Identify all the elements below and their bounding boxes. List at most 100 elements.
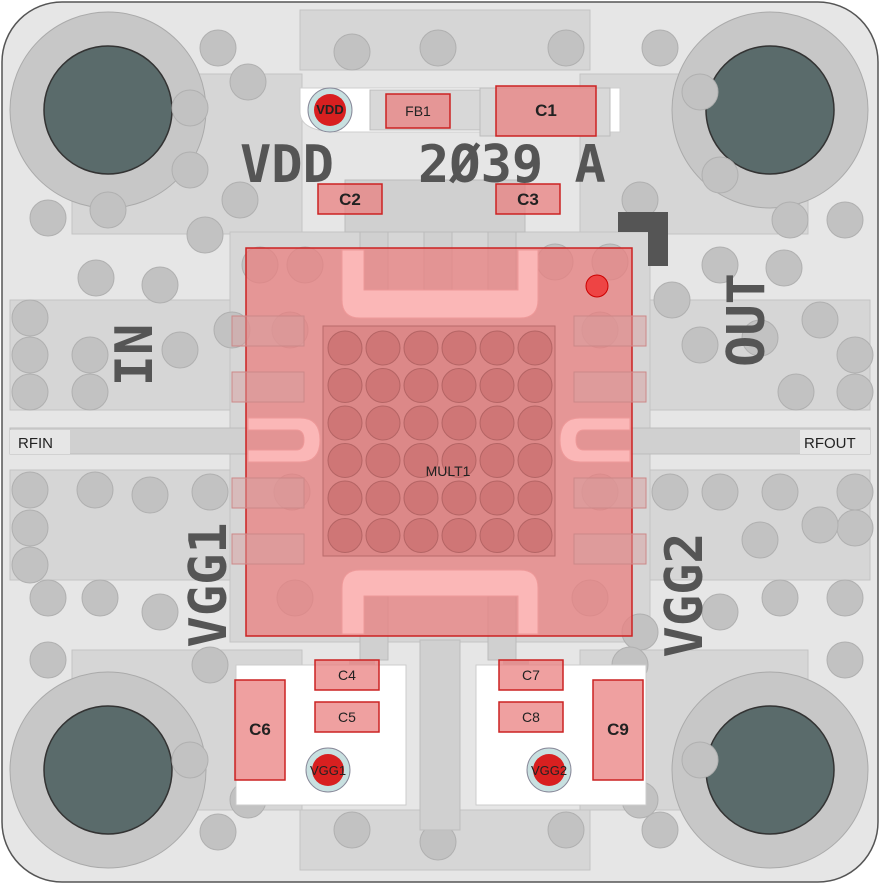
via [653, 281, 691, 319]
via [199, 813, 237, 851]
thermal-via [517, 480, 553, 516]
vgg1-pad-label: VGG1 [310, 763, 346, 778]
vdd-testpoint: VDD [307, 87, 353, 133]
thermal-via [517, 443, 553, 478]
c5-label: C5 [338, 709, 356, 725]
c8-label: C8 [522, 709, 540, 725]
via [161, 331, 199, 369]
via [221, 181, 259, 219]
via [701, 156, 739, 194]
via [11, 299, 49, 337]
via [641, 29, 679, 67]
silk-vgg2: VGG2 [655, 532, 715, 657]
c2: C2 [317, 183, 383, 215]
c5: C5 [314, 701, 380, 733]
c6: C6 [234, 679, 286, 781]
via [701, 593, 739, 631]
thermal-via [365, 330, 401, 366]
via [547, 811, 585, 849]
via [641, 811, 679, 849]
c4: C4 [314, 659, 380, 691]
fb1: FB1 [385, 93, 451, 129]
thermal-via [517, 405, 553, 441]
thermal-via-grid [327, 330, 553, 553]
thermal-via [479, 405, 515, 441]
via [777, 373, 815, 411]
thermal-via [479, 480, 515, 516]
via [826, 579, 864, 617]
via [333, 33, 371, 71]
via [171, 151, 209, 189]
via [681, 73, 719, 111]
via [171, 89, 209, 127]
via [11, 336, 49, 374]
via [681, 326, 719, 364]
vgg2-pad-label: VGG2 [531, 763, 567, 778]
thermal-via [365, 443, 401, 478]
via [199, 29, 237, 67]
via [765, 249, 803, 287]
c1-label: C1 [535, 101, 557, 120]
via [141, 266, 179, 304]
thermal-via [479, 518, 515, 553]
vgg2-testpoint: VGG2 [526, 747, 572, 793]
via [681, 741, 719, 779]
via [651, 473, 689, 511]
vgg1-testpoint: VGG1 [305, 747, 351, 793]
via [801, 506, 839, 544]
fb1-label: FB1 [405, 103, 431, 119]
via [771, 201, 809, 239]
via [826, 641, 864, 679]
silk-vgg1: VGG1 [179, 522, 239, 647]
via [826, 201, 864, 239]
thermal-pad [322, 325, 556, 557]
c1: C1 [495, 85, 597, 137]
thermal-via [327, 405, 363, 441]
c8: C8 [498, 701, 564, 733]
via [701, 473, 739, 511]
via [141, 593, 179, 631]
thermal-via [441, 330, 477, 366]
via [11, 509, 49, 547]
via [131, 476, 169, 514]
via [191, 646, 229, 684]
pin1-marker [585, 274, 609, 298]
thermal-via [441, 480, 477, 516]
via [11, 546, 49, 584]
via [229, 63, 267, 101]
thermal-via [403, 368, 439, 403]
rfout-tab [800, 430, 870, 454]
thermal-via [517, 368, 553, 403]
via [81, 579, 119, 617]
c7-label: C7 [522, 667, 540, 683]
thermal-via [327, 330, 363, 366]
via [547, 29, 585, 67]
rfin-tab [10, 430, 70, 454]
thermal-via [403, 443, 439, 478]
thermal-via [365, 518, 401, 553]
silk-out: OUT [717, 273, 777, 367]
via [71, 373, 109, 411]
via [836, 509, 874, 547]
package-cutouts [247, 249, 631, 635]
via [186, 216, 224, 254]
via [761, 473, 799, 511]
via [77, 259, 115, 297]
thermal-via [365, 368, 401, 403]
via [836, 473, 874, 511]
c9: C9 [592, 679, 644, 781]
thermal-via [403, 480, 439, 516]
thermal-via [365, 480, 401, 516]
thermal-via [327, 368, 363, 403]
side-pads [231, 315, 647, 565]
via [171, 741, 209, 779]
thermal-via [441, 518, 477, 553]
via [741, 521, 779, 559]
thermal-via [479, 330, 515, 366]
vdd-pad-label: VDD [316, 102, 343, 117]
thermal-via [441, 368, 477, 403]
via [11, 373, 49, 411]
via [801, 301, 839, 339]
thermal-via [441, 443, 477, 478]
